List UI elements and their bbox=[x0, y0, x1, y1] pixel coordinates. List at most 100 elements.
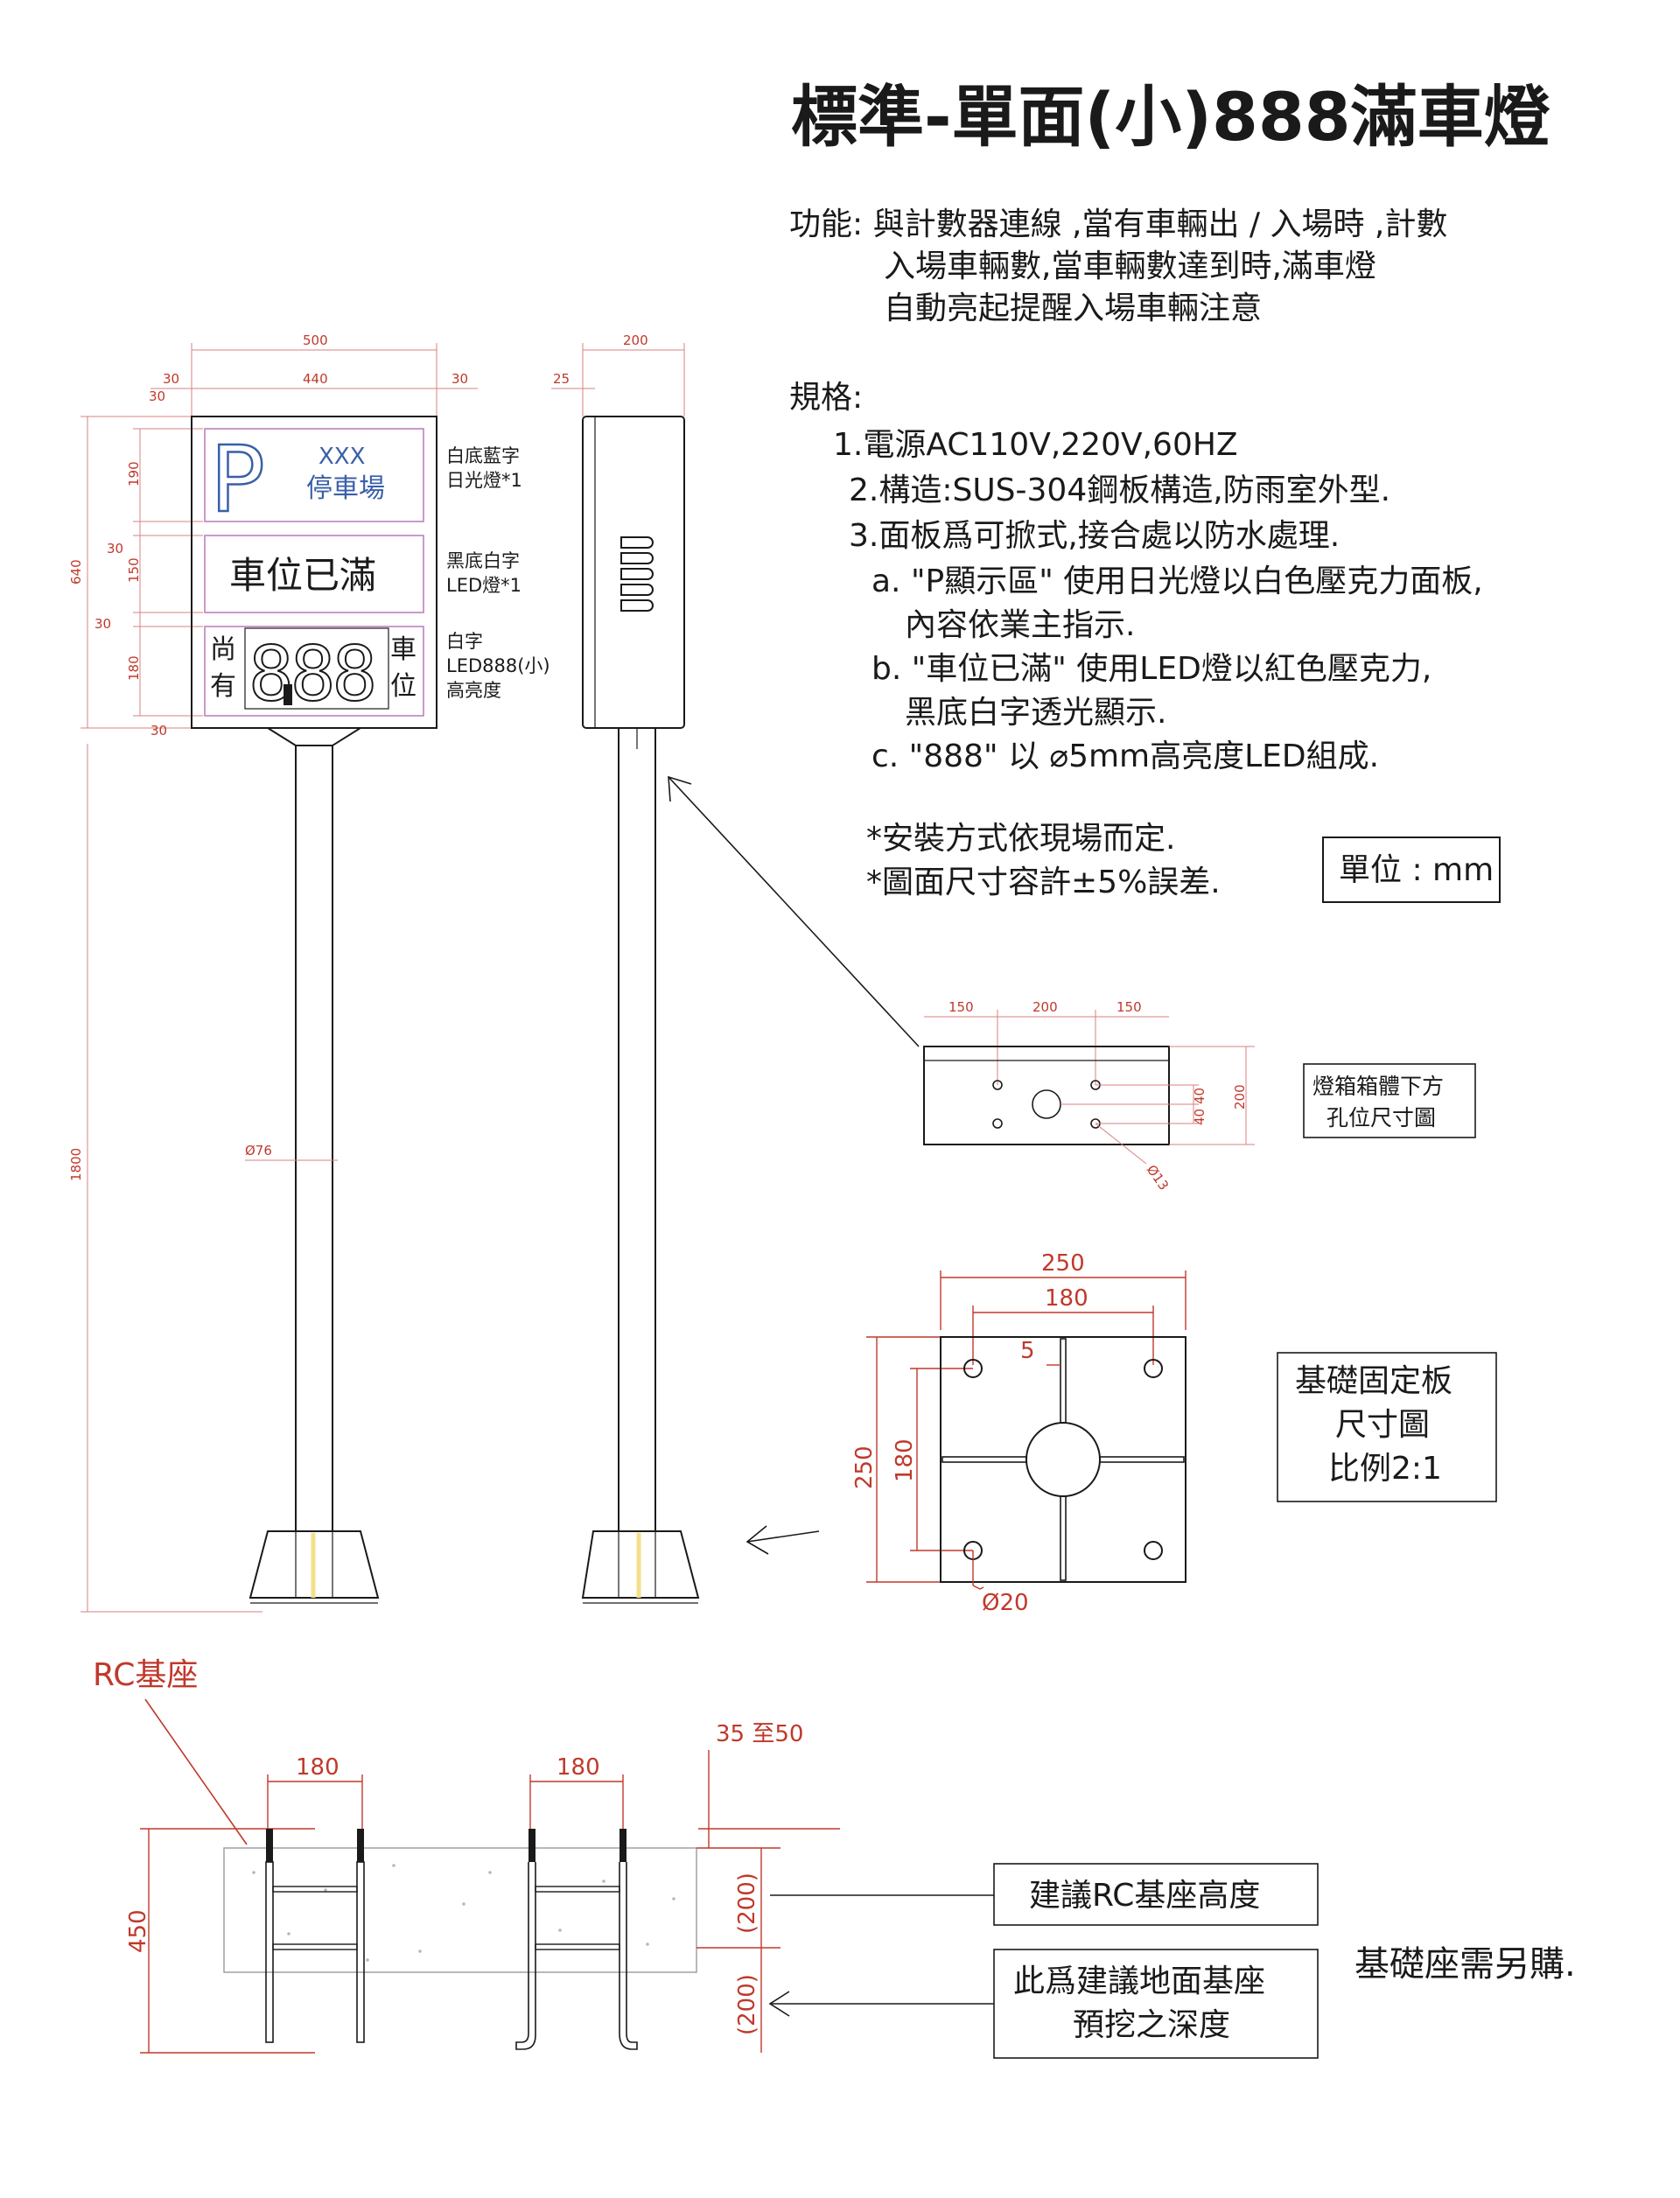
plate-label-2: 尺寸圖 bbox=[1335, 1407, 1430, 1443]
vent-slots-icon bbox=[620, 536, 654, 612]
spec-heading: 規格: bbox=[789, 380, 863, 416]
dim-gap-3: 30 bbox=[150, 723, 167, 738]
plate-hole-tl bbox=[963, 1359, 983, 1378]
box-bottom bbox=[923, 1046, 1170, 1145]
hole-dim-1: 150 bbox=[948, 999, 974, 1015]
plate-dim-outer-v: 250 bbox=[851, 1446, 878, 1489]
hole-dim-3: 150 bbox=[1116, 999, 1142, 1015]
label-888-3: 高亮度 bbox=[446, 680, 501, 701]
hole-plan-label-2: 孔位尺寸圖 bbox=[1326, 1105, 1436, 1130]
dim-h-888: 180 bbox=[126, 655, 142, 681]
anchor-bolt-4 bbox=[619, 1829, 638, 2050]
plate-label-1: 基礎固定板 bbox=[1295, 1363, 1452, 1399]
rebar-3 bbox=[535, 1886, 620, 1893]
dim-offset: 25 bbox=[553, 371, 570, 387]
left-char-2: 有 bbox=[210, 671, 236, 702]
front-view: 500 440 30 30 30 640 190 150 180 30 30 3… bbox=[68, 332, 550, 1613]
spec-line-8: c. "888" 以 ⌀5mm高亮度LED組成. bbox=[872, 738, 1379, 774]
rebar-2 bbox=[272, 1943, 358, 1950]
anchor-bolt-1 bbox=[265, 1829, 274, 2043]
dim-side-left: 30 bbox=[163, 371, 179, 387]
center-hole bbox=[1032, 1089, 1061, 1119]
plate-dim-inner: 180 bbox=[1045, 1285, 1088, 1312]
base-side bbox=[581, 1530, 700, 1599]
base-plate: 250 180 250 180 5 Ø20 基礎固定板 尺寸圖 比例2:1 bbox=[851, 1250, 1497, 1616]
plate-dim-inner-v: 180 bbox=[892, 1438, 918, 1482]
full-text: 車位已滿 bbox=[229, 554, 376, 597]
plate-outline bbox=[940, 1336, 1186, 1583]
dim-pole-dia: Ø76 bbox=[245, 1143, 272, 1158]
rebar-4 bbox=[535, 1943, 620, 1950]
rc-dim-right: 180 bbox=[556, 1754, 600, 1781]
hole-plan-label-1: 燈箱箱體下方 bbox=[1312, 1074, 1444, 1099]
leader-arrow-holes bbox=[668, 775, 920, 1047]
leader-arrow-plate bbox=[746, 1525, 820, 1555]
digit-module bbox=[244, 627, 389, 710]
label-full-1: 黑底白字 bbox=[446, 550, 520, 571]
spec-block: 規格: 1.電源AC110V,220V,60HZ 2.構造:SUS-304鋼板構… bbox=[789, 380, 1501, 903]
anchor-bolt-2 bbox=[356, 1829, 365, 2043]
plate-label-box bbox=[1277, 1352, 1497, 1502]
panel-p bbox=[204, 428, 424, 522]
dim-total-height: 640 bbox=[68, 559, 84, 584]
hole-plan-label-box bbox=[1303, 1063, 1476, 1138]
rc-depth-label-box bbox=[993, 1949, 1319, 2059]
rib-left bbox=[942, 1456, 1027, 1463]
rc-base: RC基座 180 180 35 至50 450 bbox=[93, 1657, 1576, 2059]
dim-total-width: 500 bbox=[303, 332, 328, 348]
note-tolerance: *圖面尺寸容許±5%誤差. bbox=[866, 864, 1221, 900]
function-line-3: 自動亮起提醒入場車輛注意 bbox=[884, 290, 1262, 326]
rc-dim-left: 180 bbox=[296, 1754, 340, 1781]
label-p-2: 日光燈*1 bbox=[446, 470, 522, 491]
page-title: 標準-單面(小)888滿車燈 bbox=[791, 78, 1550, 156]
rc-dim-lower: (200) bbox=[734, 1974, 760, 2035]
sign-box-side bbox=[582, 416, 685, 729]
dim-h-full: 150 bbox=[126, 557, 142, 583]
note-install: *安裝方式依現場而定. bbox=[866, 821, 1175, 857]
hole-vdim-3: 200 bbox=[1232, 1084, 1248, 1110]
rc-title: RC基座 bbox=[93, 1657, 198, 1693]
pole-side bbox=[618, 727, 656, 1532]
dim-side-top: 30 bbox=[149, 388, 165, 404]
spec-line-6: b. "車位已滿" 使用LED燈以紅色壓克力, bbox=[872, 651, 1432, 687]
hole-plan: 150 200 150 40 40 200 Ø13 燈箱箱體下方 孔位尺寸圖 bbox=[923, 999, 1476, 1194]
plate-label-3: 比例2:1 bbox=[1328, 1451, 1442, 1487]
hole-dia: Ø13 bbox=[1144, 1162, 1172, 1194]
hole-3 bbox=[992, 1118, 1003, 1129]
unit-label: 單位 : mm bbox=[1339, 852, 1494, 888]
hole-dim-2: 200 bbox=[1032, 999, 1058, 1015]
rib-bottom bbox=[1060, 1495, 1067, 1581]
anchor-bolt-3 bbox=[515, 1829, 536, 2050]
base-front bbox=[248, 1530, 380, 1599]
spec-line-4: a. "P顯示區" 使用日光燈以白色壓克力面板, bbox=[872, 564, 1483, 599]
spec-line-1: 1.電源AC110V,220V,60HZ bbox=[833, 427, 1238, 463]
plate-hole-dia: Ø20 bbox=[982, 1590, 1029, 1616]
rc-note: 基礎座需另購. bbox=[1354, 1944, 1576, 1984]
spec-line-7: 黑底白字透光顯示. bbox=[905, 695, 1166, 731]
side-view: 200 25 bbox=[551, 332, 700, 1604]
dim-side-right: 30 bbox=[452, 371, 468, 387]
rc-height-label-box bbox=[993, 1863, 1319, 1926]
hole-vdim-1: 40 bbox=[1192, 1088, 1208, 1104]
plate-dim-gap: 5 bbox=[1020, 1338, 1035, 1364]
dim-inner-width: 440 bbox=[303, 371, 328, 387]
label-full-2: LED燈*1 bbox=[446, 575, 522, 596]
plate-hole-br bbox=[1144, 1541, 1163, 1560]
plate-hole-tr bbox=[1144, 1359, 1163, 1378]
rib-right bbox=[1099, 1456, 1185, 1463]
function-block: 功能: 與計數器連線 ,當有車輛出 / 入場時 ,計數 入場車輛數,當車輛數達到… bbox=[789, 206, 1447, 326]
pole-front bbox=[295, 745, 333, 1532]
right-char-2: 位 bbox=[390, 671, 416, 702]
p-letter: P bbox=[210, 426, 265, 533]
p-name: XXX bbox=[318, 444, 365, 470]
spec-line-5: 內容依業主指示. bbox=[905, 607, 1135, 643]
function-line-1: 功能: 與計數器連線 ,當有車輛出 / 入場時 ,計數 bbox=[789, 206, 1447, 242]
right-char-1: 車 bbox=[390, 634, 416, 665]
concrete-texture bbox=[252, 1864, 676, 1962]
dim-pole-height: 1800 bbox=[68, 1148, 84, 1181]
rc-depth-label-2: 預挖之深度 bbox=[1073, 2007, 1230, 2043]
dim-h-p: 190 bbox=[126, 461, 142, 486]
rc-depth-label-1: 此爲建議地面基座 bbox=[1013, 1964, 1265, 1999]
dim-gap-2: 30 bbox=[94, 616, 111, 632]
rc-dim-protrude: 35 至50 bbox=[716, 1721, 803, 1747]
